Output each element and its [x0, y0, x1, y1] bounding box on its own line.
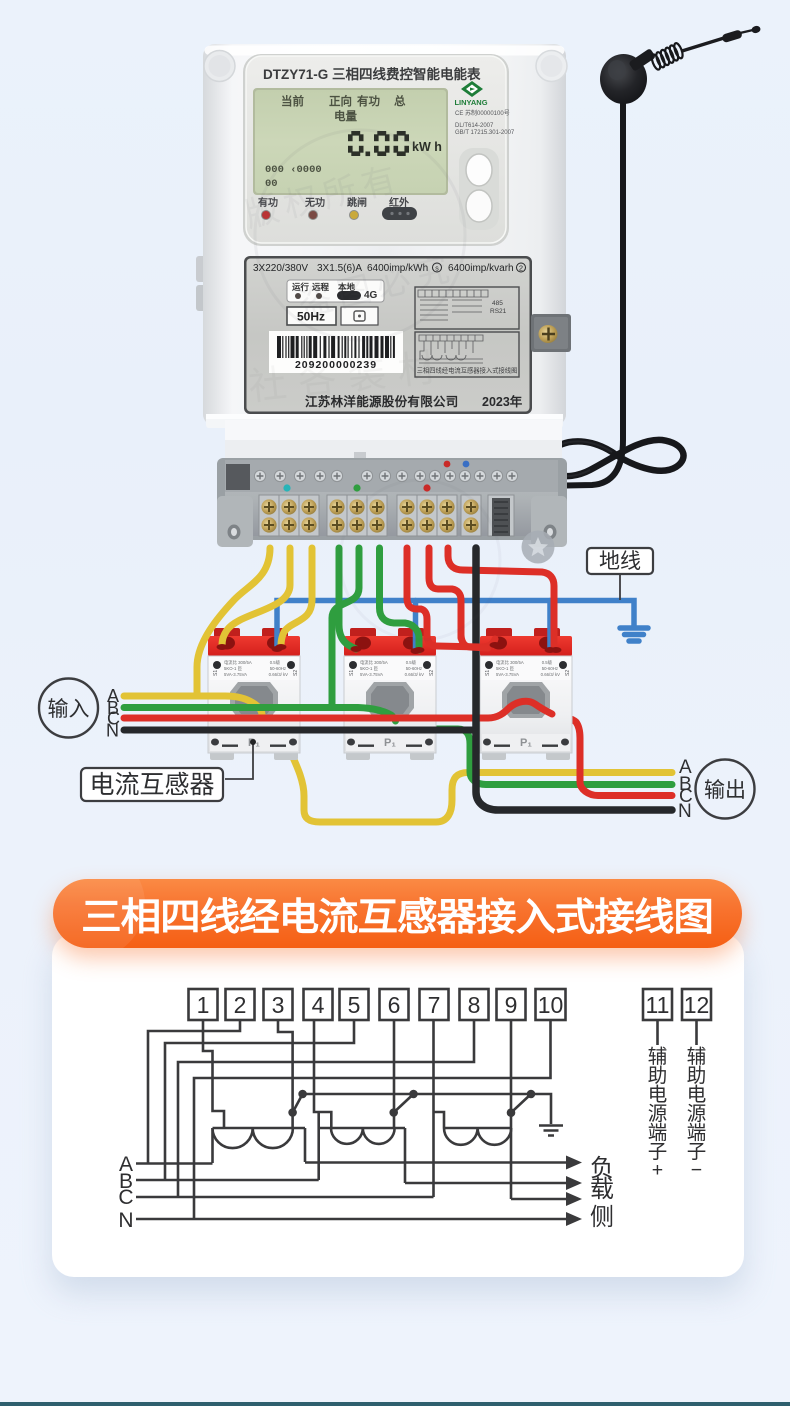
svg-text:B: B	[107, 698, 119, 718]
svg-text:s: s	[435, 266, 439, 273]
svg-text:A: A	[107, 686, 119, 706]
svg-text:跳闸: 跳闸	[347, 196, 367, 209]
svg-text:端: 端	[648, 1122, 668, 1144]
svg-text:11: 11	[646, 992, 670, 1018]
svg-text:9: 9	[505, 992, 518, 1018]
svg-text:LINYANG: LINYANG	[454, 98, 487, 107]
svg-text:000 ‹0000: 000 ‹0000	[265, 164, 322, 176]
svg-text:运行: 运行	[292, 282, 310, 292]
svg-text:辅: 辅	[648, 1046, 668, 1068]
svg-text:正向: 正向	[329, 94, 352, 108]
svg-text:50Hz: 50Hz	[297, 310, 325, 324]
svg-text:8: 8	[468, 992, 481, 1018]
svg-text:有功: 有功	[258, 196, 278, 209]
svg-text:3: 3	[272, 992, 285, 1018]
svg-text:本地: 本地	[338, 282, 356, 292]
svg-text:6: 6	[388, 992, 401, 1018]
svg-text:3X1.5(6)A: 3X1.5(6)A	[317, 263, 362, 274]
svg-text:7: 7	[428, 992, 441, 1018]
svg-text:GB/T 17215.301-2007: GB/T 17215.301-2007	[455, 130, 515, 136]
svg-text:三相四线经电流互感器接入式接线图: 三相四线经电流互感器接入式接线图	[417, 366, 518, 375]
svg-text:1: 1	[197, 992, 210, 1018]
svg-text:远程: 远程	[312, 282, 330, 292]
svg-text:电流互感器: 电流互感器	[89, 771, 214, 799]
svg-text:辅: 辅	[687, 1046, 707, 1068]
svg-text:3X220/380V: 3X220/380V	[253, 263, 308, 274]
svg-text:电量: 电量	[334, 109, 357, 123]
svg-text:4: 4	[312, 992, 325, 1018]
svg-text:B: B	[119, 1170, 133, 1193]
svg-text:DL/T614-2007: DL/T614-2007	[455, 123, 494, 129]
svg-text:输入: 输入	[48, 698, 90, 721]
svg-text:N: N	[118, 1209, 133, 1232]
svg-text:输出: 输出	[704, 779, 746, 802]
svg-text:−: −	[691, 1159, 702, 1181]
svg-text:负: 负	[590, 1155, 614, 1182]
svg-text:源: 源	[648, 1103, 668, 1125]
svg-text:00: 00	[265, 178, 278, 190]
svg-text:CE 苏制00000100号: CE 苏制00000100号	[455, 109, 510, 117]
svg-text:总: 总	[394, 94, 406, 108]
svg-text:6400imp/kWh: 6400imp/kWh	[367, 263, 428, 274]
svg-text:RS21: RS21	[490, 308, 507, 315]
svg-text:侧: 侧	[590, 1204, 614, 1231]
svg-text:有功: 有功	[357, 94, 380, 108]
svg-text:电: 电	[687, 1084, 707, 1106]
svg-text:A: A	[119, 1153, 133, 1176]
svg-text:N: N	[106, 721, 119, 741]
svg-text:4G: 4G	[364, 290, 378, 301]
svg-text:助: 助	[687, 1065, 707, 1087]
svg-text:无功: 无功	[304, 196, 325, 209]
svg-text:2: 2	[519, 264, 523, 273]
svg-text:10: 10	[538, 992, 564, 1018]
svg-text:6400imp/kvarh: 6400imp/kvarh	[448, 263, 514, 274]
svg-text:DTZY71-G 三相四线费控智能电能表: DTZY71-G 三相四线费控智能电能表	[263, 66, 481, 82]
svg-text:B: B	[679, 774, 692, 795]
svg-text:当前: 当前	[281, 94, 304, 108]
svg-text:红外: 红外	[389, 196, 409, 209]
svg-text:C: C	[118, 1186, 133, 1209]
svg-text:端: 端	[687, 1122, 707, 1144]
svg-text:N: N	[678, 801, 692, 822]
svg-text:2023年: 2023年	[482, 394, 523, 409]
svg-text:子: 子	[687, 1141, 707, 1163]
svg-text:kW h: kW h	[412, 140, 442, 154]
svg-text:载: 载	[590, 1176, 614, 1203]
svg-text:助: 助	[648, 1065, 668, 1087]
svg-text:5: 5	[348, 992, 361, 1018]
svg-text:C: C	[679, 786, 693, 807]
svg-text:485: 485	[492, 300, 503, 307]
svg-text:+: +	[652, 1159, 663, 1181]
svg-text:江苏林洋能源股份有限公司: 江苏林洋能源股份有限公司	[305, 394, 459, 409]
svg-text:子: 子	[648, 1141, 668, 1163]
svg-text:A: A	[679, 757, 692, 778]
svg-text:源: 源	[687, 1103, 707, 1125]
svg-text:2: 2	[234, 992, 247, 1018]
svg-text:209200000239: 209200000239	[295, 359, 377, 371]
svg-text:C: C	[107, 709, 120, 729]
svg-text:电: 电	[648, 1084, 668, 1106]
svg-text:12: 12	[684, 992, 710, 1018]
svg-text:地线: 地线	[599, 550, 641, 573]
